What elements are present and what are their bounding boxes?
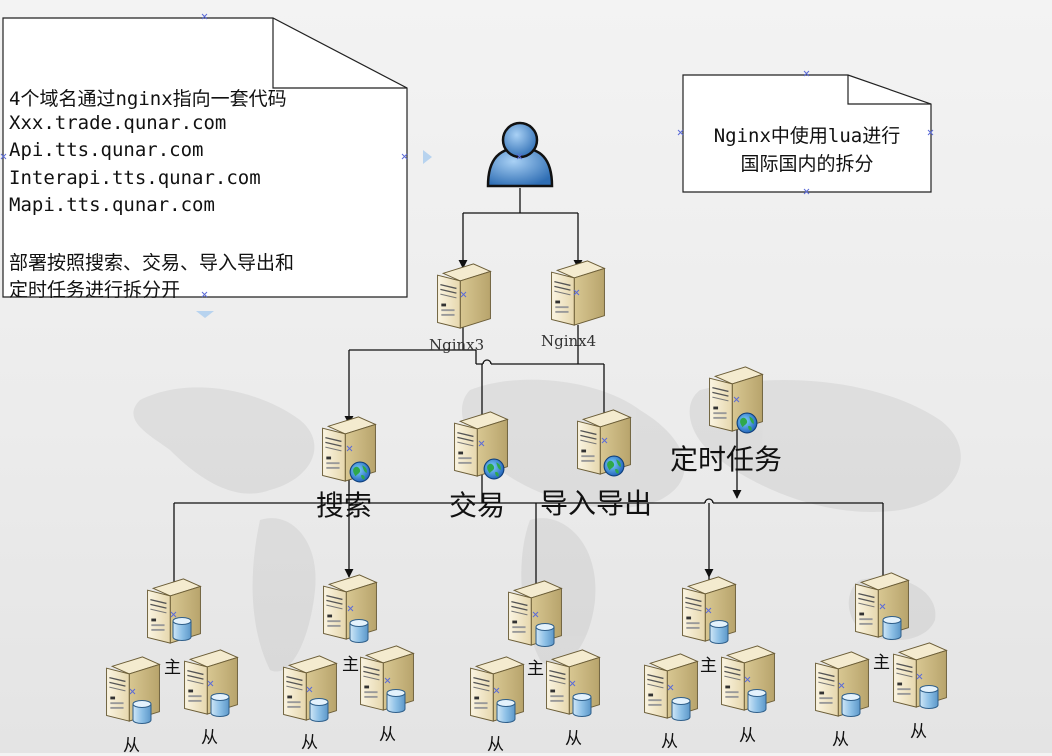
selection-markers — [129, 153, 923, 695]
note-left-line: Xxx.trade.qunar.com — [9, 112, 227, 134]
import-export-server-icon — [576, 409, 632, 477]
db-slave-label: 从 — [565, 729, 582, 749]
note-right-line: Nginx中使用lua进行 — [713, 125, 901, 147]
db-slave-label: 从 — [910, 722, 927, 742]
db-master-label: 主 — [700, 656, 717, 676]
db-slave-label: 从 — [379, 725, 396, 745]
db-slave-label: 从 — [487, 735, 504, 755]
db-master-server-icon — [146, 578, 202, 644]
db-slave-label: 从 — [739, 726, 756, 746]
import-export-label: 导入导出 — [540, 487, 653, 520]
db-slave-label: 从 — [123, 736, 140, 756]
note-left-line: 部署按照搜索、交易、导入导出和 — [9, 252, 295, 274]
note-left-line: Mapi.tts.qunar.com — [9, 194, 215, 216]
note-left-line: Api.tts.qunar.com — [9, 139, 204, 161]
db-slave-label: 从 — [832, 730, 849, 750]
note-left-line: 4个域名通过nginx指向一套代码 — [9, 88, 287, 110]
db-slave-server-icon — [814, 651, 870, 717]
note-left-handles — [0, 13, 408, 298]
nginx3-label: Nginx3 — [429, 336, 485, 354]
db-slave-label: 从 — [201, 728, 218, 748]
nginx3-server-icon — [436, 263, 492, 329]
trade-label: 交易 — [449, 489, 506, 522]
note-right-handles — [677, 70, 934, 195]
db-cluster-4 — [643, 576, 776, 721]
note-right-box — [682, 74, 932, 193]
search-label: 搜索 — [316, 489, 373, 522]
db-cluster-1 — [105, 578, 239, 724]
note-left-box — [2, 17, 408, 298]
resize-arrow-right[interactable] — [423, 150, 432, 164]
world-map-background — [133, 379, 961, 672]
note-left: 4个域名通过nginx指向一套代码 Xxx.trade.qunar.com Ap… — [0, 0, 420, 310]
nginx4-label: Nginx4 — [541, 332, 597, 350]
note-left-line: Interapi.tts.qunar.com — [9, 167, 261, 189]
note-right: Nginx中使用lua进行 国际国内的拆分 — [683, 75, 931, 192]
resize-arrow-down[interactable] — [196, 311, 214, 318]
db-master-label: 主 — [527, 659, 544, 679]
scheduled-task-label: 定时任务 — [670, 443, 783, 476]
db-master-label: 主 — [342, 655, 359, 675]
note-right-line: 国际国内的拆分 — [740, 153, 874, 175]
nginx4-server-icon — [550, 260, 606, 326]
db-slave-label: 从 — [301, 733, 318, 753]
user-icon — [486, 121, 554, 188]
db-slave-server-icon — [359, 645, 415, 713]
db-slave-label: 从 — [661, 732, 678, 752]
db-slave-server-icon — [105, 656, 161, 724]
trade-server-icon — [453, 411, 509, 480]
db-master-label: 主 — [873, 653, 890, 673]
note-left-line: 定时任务进行拆分开 — [9, 279, 181, 301]
db-master-label: 主 — [164, 658, 181, 678]
